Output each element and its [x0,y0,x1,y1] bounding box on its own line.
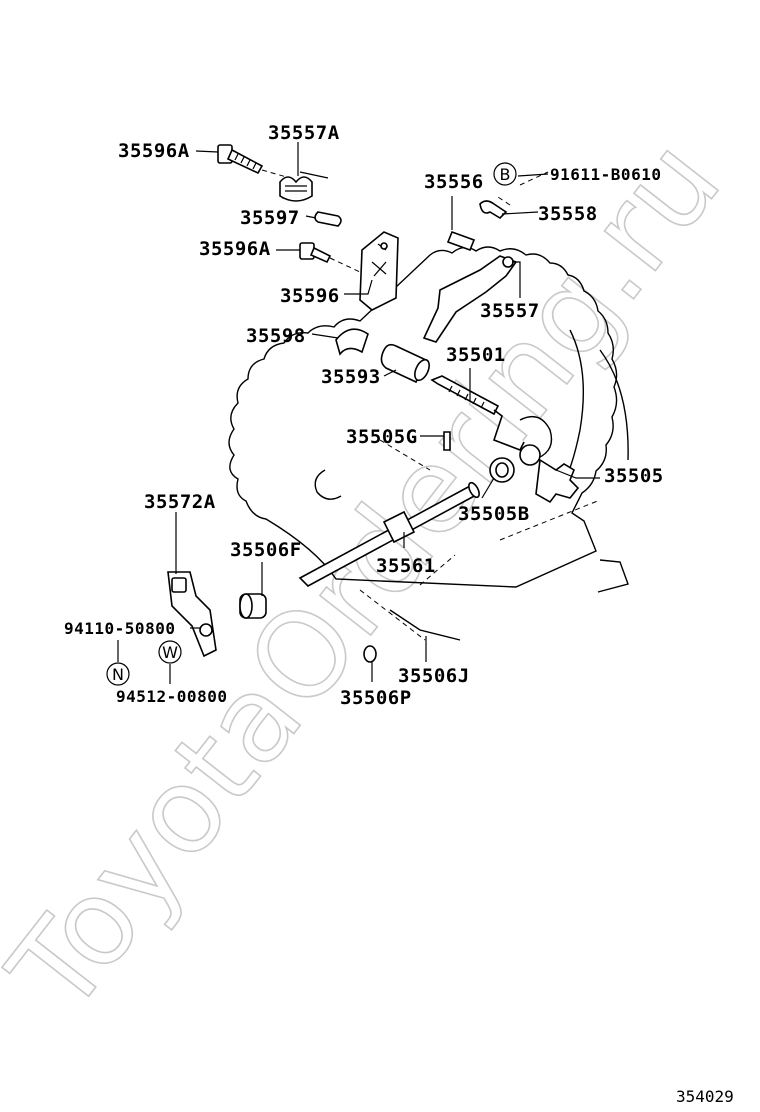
label-35596a-mid: 35596A [199,238,271,260]
svg-text:W: W [162,643,178,662]
marker-n: N [106,662,130,686]
marker-w: W [158,640,182,664]
seal-35598 [335,328,369,356]
label-35505b: 35505B [458,503,530,525]
bushing-35506f [239,593,267,619]
part-labels: 35596A 35557A 35597 35596A 35596 35598 3… [64,122,664,709]
svg-text:N: N [112,665,124,684]
label-94512-00800: 94512-00800 [116,687,227,706]
spring-35557a [279,171,329,202]
label-35506j: 35506J [398,665,470,687]
label-35572a: 35572A [144,491,216,513]
label-35506p: 35506P [340,687,412,709]
label-35596: 35596 [280,285,340,307]
label-35557: 35557 [480,300,540,322]
detent-plate-35505 [519,444,580,504]
o-ring-35506p [363,645,377,663]
label-35558: 35558 [538,203,598,225]
pin-35597 [314,211,342,227]
bolt-35596a-mid [299,242,332,264]
label-35596a-top: 35596A [118,140,190,162]
label-35593: 35593 [321,366,381,388]
assembly-guide-lines [261,169,601,641]
sleeve-35593 [380,343,430,384]
label-35501: 35501 [446,344,506,366]
label-35556: 35556 [424,171,484,193]
svg-text:B: B [500,165,511,184]
bracket-35572a [167,571,217,658]
bracket-35596 [359,231,399,311]
pin-35505g [443,431,451,451]
label-35598: 35598 [246,325,306,347]
label-35505g: 35505G [346,426,418,448]
label-35597: 35597 [240,207,300,229]
leader-lines [117,142,600,684]
label-35506f: 35506F [230,539,302,561]
pin-35556 [446,230,476,252]
label-35557a: 35557A [268,122,340,144]
label-91611-b0610: 91611-B0610 [550,165,661,184]
shaft-35561 [298,481,480,587]
seal-35505b [489,457,515,483]
diagram-code: 354029 [676,1087,734,1106]
bolt-35596a-top [217,144,264,175]
label-35561: 35561 [376,555,436,577]
label-94110-50800: 94110-50800 [64,619,175,638]
label-35505: 35505 [604,465,664,487]
clip-35558 [479,200,508,220]
rod-35501 [430,375,525,452]
marker-b: B [493,162,517,186]
lever-35557 [422,255,518,343]
